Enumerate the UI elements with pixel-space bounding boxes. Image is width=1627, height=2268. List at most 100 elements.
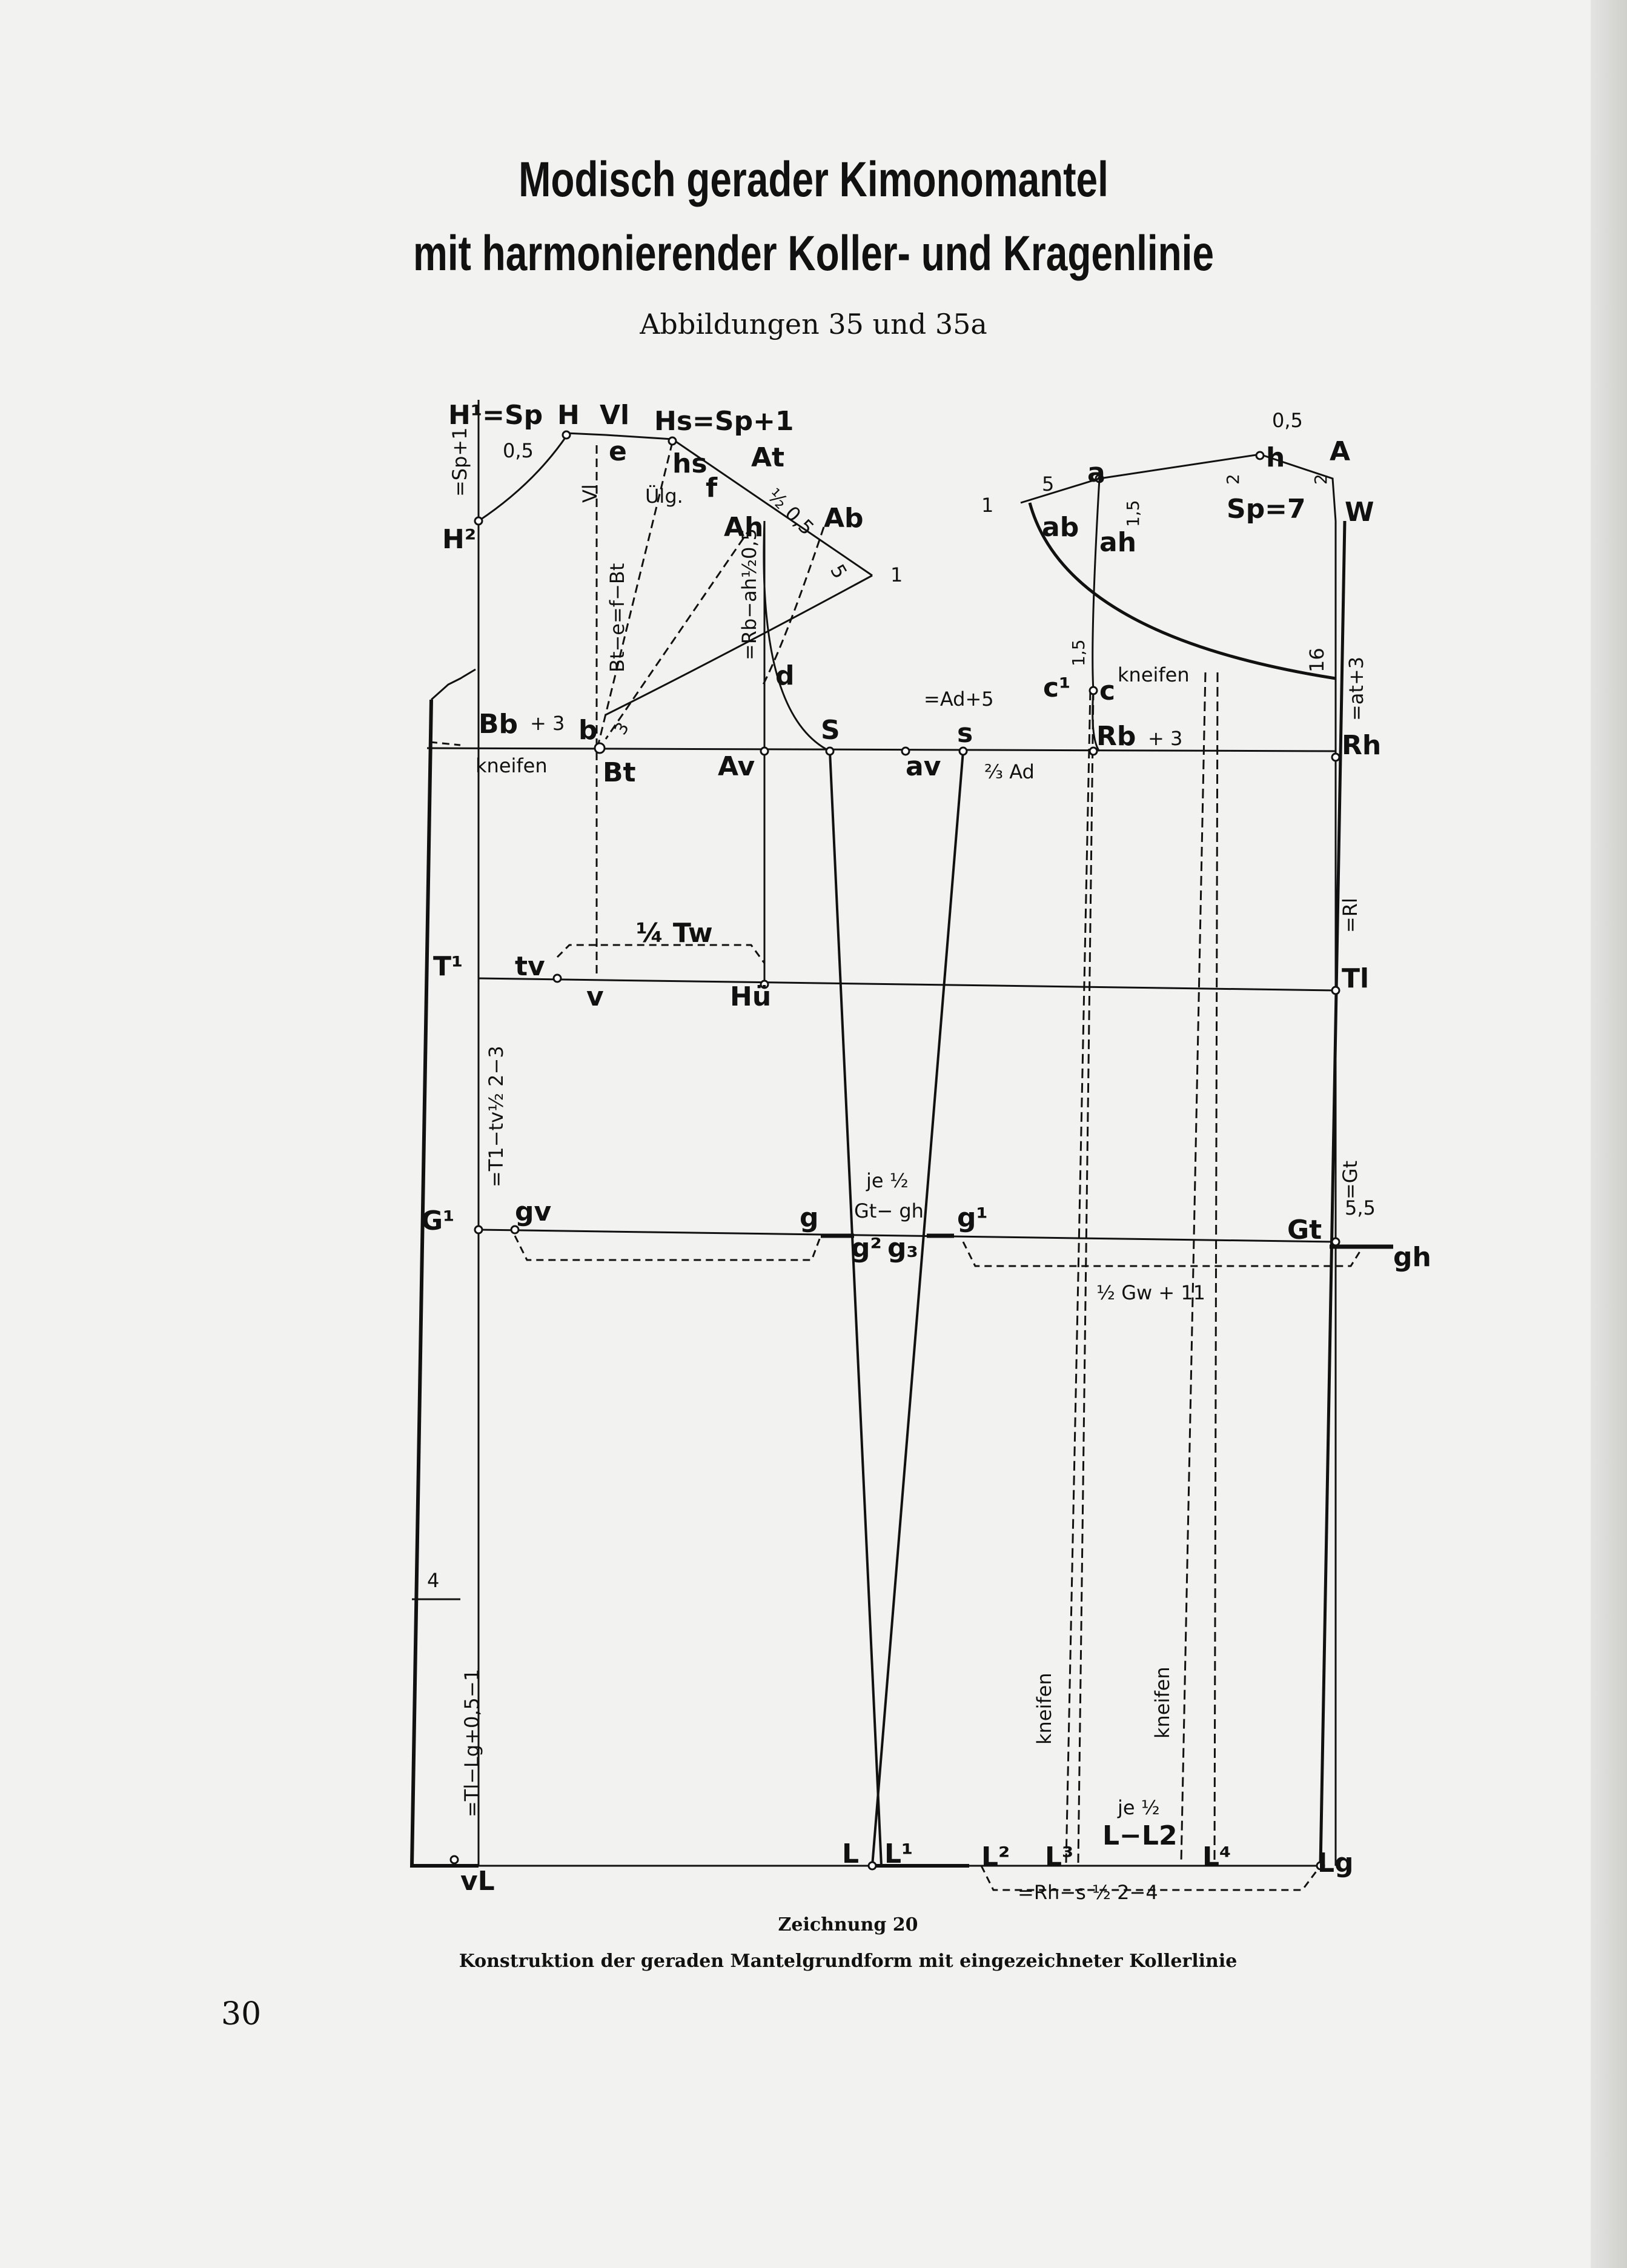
label-Lg: Lg — [1317, 1848, 1354, 1878]
m-four: 4 — [427, 1569, 439, 1592]
back-armhole — [1092, 478, 1101, 752]
page-subtitle: Abbildungen 35 und 35a — [640, 308, 987, 340]
label-bb: Bb — [479, 709, 518, 740]
label-hu: Hü — [730, 981, 771, 1012]
front-dart-left — [829, 751, 883, 1866]
m-t1tv: =T1−tv⅟₂ 2−3 — [485, 1046, 508, 1187]
page-edge-shadow — [1591, 0, 1627, 2268]
front-armhole — [763, 520, 830, 752]
label-T1: T¹ — [433, 951, 463, 982]
label-e: e — [609, 436, 627, 467]
label-gh: gh — [1393, 1242, 1431, 1273]
m-vl: Vl — [578, 484, 601, 503]
m-one: 1 — [890, 563, 903, 586]
label-av-small: av — [906, 751, 941, 782]
m-halfgw: ½ Gw + 11 — [1096, 1281, 1205, 1304]
m-sp1: =Sp+1 — [448, 427, 471, 497]
m-plus3a: + 3 — [530, 712, 565, 735]
m-05c: 0,5 — [1272, 409, 1303, 432]
label-g2: g² — [851, 1233, 882, 1264]
measure-dash-hem — [980, 1865, 1322, 1891]
label-hs: Hs=Sp+1 — [654, 406, 794, 437]
label-at: At — [751, 442, 784, 473]
m-5: 5 — [1042, 472, 1054, 496]
m-05b: ⅟₂ 0,5 — [763, 484, 818, 540]
measure-dash-hip — [514, 1235, 822, 1261]
label-G1: G¹ — [421, 1205, 454, 1236]
label-ulg: Ülg. — [645, 485, 683, 508]
measure-dash-tw — [556, 944, 766, 964]
page-number: 30 — [221, 1996, 262, 2032]
m-rl: =Rl — [1339, 898, 1362, 933]
m-je12b: je ½ — [1117, 1796, 1160, 1819]
label-g3: g₃ — [887, 1233, 918, 1264]
m-plus3b: + 3 — [1148, 727, 1182, 750]
label-vl: Vl — [600, 400, 629, 431]
m-2: 2 — [1223, 474, 1243, 485]
m-kneifen-top: kneifen — [1118, 663, 1190, 686]
m-bt: Bt−e=f−Bt — [606, 563, 629, 672]
hip-line — [478, 1228, 1336, 1243]
figure-caption-number: Zeichnung 20 — [778, 1914, 918, 1935]
construct-dash-3 — [605, 526, 752, 740]
label-g: g — [800, 1202, 819, 1233]
back-raglan — [1028, 502, 1336, 680]
back-dart-dash-4 — [1213, 672, 1219, 1863]
label-ab-back: ab — [1042, 512, 1079, 543]
label-gv: gv — [515, 1196, 551, 1227]
m-1: 1 — [981, 494, 993, 517]
label-rb: Rb — [1096, 721, 1136, 752]
label-L3: L³ — [1045, 1842, 1073, 1872]
m-55: 5,5 — [1345, 1196, 1376, 1219]
m-at3: =at+3 — [1345, 657, 1368, 721]
m-ad5: =Ad+5 — [924, 688, 994, 711]
label-d: d — [775, 660, 795, 691]
label-tv: tv — [515, 951, 545, 982]
label-a: a — [1087, 457, 1105, 488]
label-gt: Gt — [1287, 1215, 1322, 1245]
label-W: W — [1345, 497, 1374, 528]
measure-dash-chest — [429, 741, 461, 746]
zigzag-edge — [431, 668, 476, 701]
label-h-back: h — [1266, 442, 1285, 473]
label-h2: H² — [442, 524, 476, 555]
label-c: c — [1099, 675, 1115, 706]
label-av: Av — [718, 751, 755, 782]
waist-line — [478, 977, 1336, 992]
label-bt: Bt — [603, 757, 636, 788]
label-L1: L¹ — [884, 1839, 913, 1869]
outer-left-edge — [409, 699, 479, 1868]
label-f: f — [706, 472, 718, 503]
back-dart-dash-1 — [1065, 690, 1092, 1863]
m-2b: 2 — [1311, 474, 1331, 485]
m-kneifen-b1: kneifen — [1033, 1673, 1056, 1745]
m-three: 3 — [610, 719, 632, 738]
label-hs-small: hs — [672, 448, 707, 479]
points-markers — [449, 430, 1340, 1871]
m-05a: 0,5 — [503, 439, 534, 462]
m-15: 1,5 — [1123, 500, 1143, 527]
m-eqgt: =Gt — [1339, 1161, 1362, 1199]
chest-line — [426, 747, 1336, 752]
label-h1-sp: H¹=Sp — [448, 400, 543, 431]
label-h: H — [557, 400, 580, 431]
front-neck-curve — [478, 436, 568, 522]
m-je12: je ½ — [866, 1169, 909, 1192]
m-quarter-tw: ¼ Tw — [636, 918, 713, 949]
m-rhs: =Rh−s ⅟₂ 2−4 — [1018, 1881, 1158, 1904]
label-vL: vL — [460, 1866, 495, 1897]
m-16: 16 — [1305, 648, 1328, 672]
measure-dash-gh — [962, 1241, 1364, 1267]
label-v: v — [586, 981, 604, 1012]
m-tllg: =Tl−Lg+0,5−1 — [460, 1669, 483, 1817]
m-gtgh: Gt− gh — [854, 1199, 924, 1222]
label-ab: Ab — [824, 503, 864, 534]
m-kneifen-b2: kneifen — [1151, 1666, 1174, 1739]
page-title-line2: mit harmonierender Koller- und Kragenlin… — [413, 226, 1214, 281]
m-ll2: L−L2 — [1102, 1820, 1178, 1851]
m-five: 5 — [826, 560, 852, 583]
label-c1: c¹ — [1043, 672, 1070, 703]
figure-caption-text: Konstruktion der geraden Mantelgrundform… — [459, 1951, 1238, 1972]
front-armhole-2 — [762, 526, 825, 685]
label-g1: g¹ — [957, 1202, 988, 1233]
